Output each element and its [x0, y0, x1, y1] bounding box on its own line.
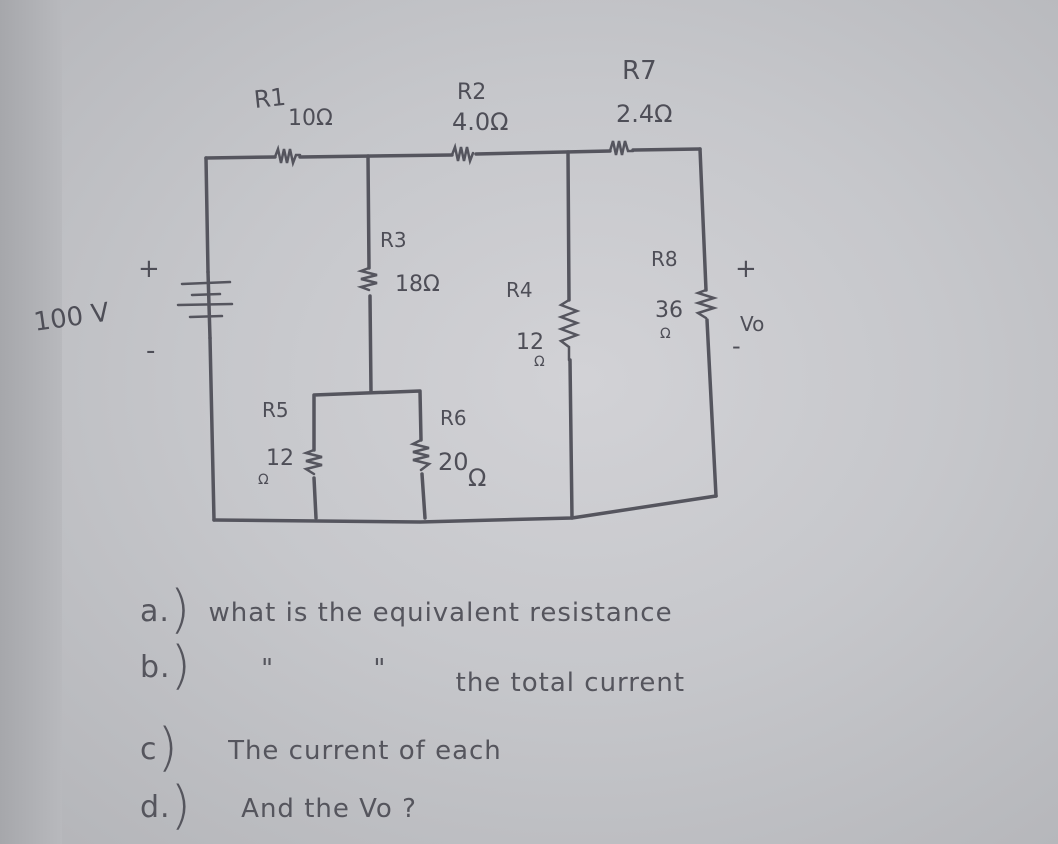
question-d: d.) And the Vo ?	[140, 776, 417, 836]
r8-unit-label: Ω	[660, 326, 671, 342]
source-plus-label: +	[138, 254, 160, 284]
source-minus-label: -	[146, 336, 156, 366]
question-c-text: The current of each	[228, 736, 502, 766]
question-b-ditto-1: "	[261, 654, 275, 684]
r2-name-label: R2	[457, 80, 487, 105]
resistor-r1	[273, 144, 302, 168]
question-b-text: the total current	[455, 668, 686, 698]
question-b-tag: b.	[140, 650, 171, 685]
r6-unit-label: Ω	[468, 464, 487, 492]
battery-icon	[176, 270, 234, 340]
r8-wire	[698, 147, 718, 498]
question-a-text: what is the equivalent resistance	[208, 598, 673, 628]
question-b-ditto-2: "	[373, 654, 387, 684]
r2-value-label: 4.0Ω	[452, 108, 509, 136]
resistor-r6	[409, 438, 432, 472]
r3-wire	[366, 154, 373, 394]
left-wire	[204, 156, 216, 522]
question-d-text: And the Vo ?	[241, 794, 417, 824]
r1-value-label: 10Ω	[288, 106, 333, 131]
r4-unit-label: Ω	[534, 354, 545, 370]
r5-name-label: R5	[262, 398, 289, 422]
question-b: b.) " " the total current	[140, 636, 686, 698]
vo-label: Vo	[740, 312, 765, 336]
question-d-tag: d.	[140, 790, 171, 825]
r4-wire	[566, 150, 574, 520]
r6-name-label: R6	[440, 406, 467, 430]
r5-value-label: 12	[266, 446, 294, 471]
resistor-r7	[608, 140, 635, 156]
r3-value-label: 18Ω	[395, 272, 440, 297]
r4-name-label: R4	[506, 278, 533, 302]
r5-r6-box	[312, 389, 427, 520]
question-a-tag: a.	[140, 594, 170, 629]
r8-value-label: 36	[655, 298, 683, 323]
question-c: c) The current of each	[140, 718, 502, 778]
resistor-r2	[450, 142, 475, 166]
resistor-r5	[301, 448, 323, 476]
r4-value-label: 12	[516, 330, 544, 355]
bottom-wire	[212, 494, 718, 524]
question-c-tag: c	[140, 732, 158, 767]
r5-unit-label: Ω	[258, 472, 269, 488]
resistor-r4	[557, 298, 581, 362]
r3-name-label: R3	[380, 228, 407, 252]
resistor-r8	[693, 288, 719, 320]
r7-value-label: 2.4Ω	[616, 100, 673, 128]
question-a: a.) what is the equivalent resistance	[140, 580, 673, 640]
vo-minus-label: -	[732, 332, 741, 360]
r6-value-label: 20	[438, 448, 469, 476]
r7-name-label: R7	[622, 56, 657, 86]
top-wire	[204, 147, 702, 160]
r8-name-label: R8	[651, 247, 678, 271]
r1-name-label: R1	[252, 82, 288, 114]
paper-shadow	[0, 0, 62, 844]
resistor-r3	[356, 266, 378, 292]
vo-plus-label: +	[735, 254, 757, 284]
